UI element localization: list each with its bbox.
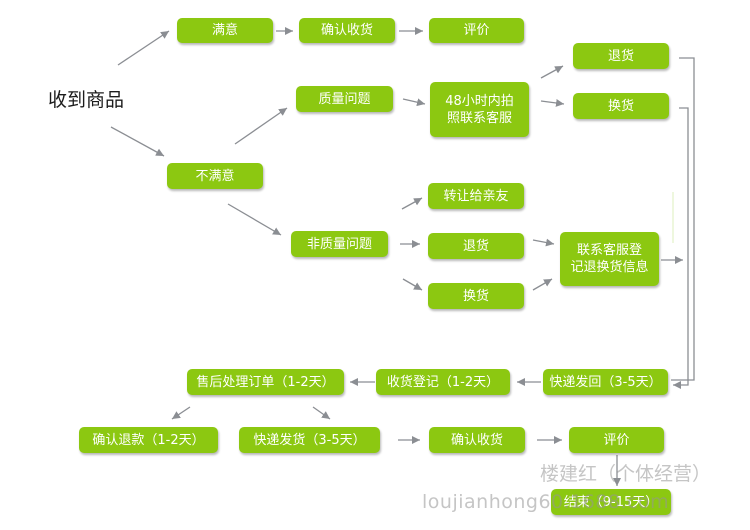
arrow-nonquality-to-gift [401,197,423,210]
node-end[interactable]: 结束（9-15天） [551,489,671,515]
arrow-contact48-to-return [540,65,564,79]
arrow-exchange-to-register [532,278,553,291]
node-review-top[interactable]: 评价 [429,18,524,43]
arrow-unsatisfied-to-quality [234,107,288,145]
node-express-back[interactable]: 快递发回（3-5天） [543,369,668,395]
arrow-return-to-register [532,238,555,247]
arrow-aftersale-to-express-ship [312,406,331,420]
node-contact-register[interactable]: 联系客服登 记退换货信息 [560,232,659,286]
arrow-unsatisfied-to-nonquality [227,203,282,236]
node-express-ship[interactable]: 快递发货（3-5天） [239,427,380,453]
node-return-top[interactable]: 退货 [573,43,669,69]
arrow-aftersale-to-refund [171,406,191,420]
node-exchange-mid[interactable]: 换货 [428,283,524,309]
node-return-mid[interactable]: 退货 [428,233,524,259]
node-receipt-register[interactable]: 收货登记（1-2天） [376,369,510,395]
arrow-start-to-satisfied [117,30,170,66]
arrow-start-to-unsatisfied [110,126,165,157]
node-review-bottom[interactable]: 评价 [569,427,664,453]
node-confirm-receipt-bottom[interactable]: 确认收货 [429,427,525,453]
node-quality-issue[interactable]: 质量问题 [296,86,393,112]
node-satisfied[interactable]: 满意 [177,18,273,43]
node-confirm-receipt-top[interactable]: 确认收货 [299,18,395,43]
node-confirm-refund[interactable]: 确认退款（1-2天） [79,427,218,453]
arrow-quality-to-contact48 [402,98,426,107]
node-gift-to-friends[interactable]: 转让给亲友 [428,183,524,209]
connector-exchange-top-down [673,107,689,389]
start-label: 收到商品 [48,89,125,111]
node-aftersale-order[interactable]: 售后处理订单（1-2天） [187,369,344,395]
arrow-contact48-to-exchange [540,98,565,107]
node-unsatisfied[interactable]: 不满意 [167,163,263,189]
connector-return-top-down [671,57,695,381]
arrow-nonquality-to-exchange [402,278,423,291]
node-contact-48h[interactable]: 48小时内拍 照联系客服 [430,82,529,137]
node-non-quality-issue[interactable]: 非质量问题 [291,231,388,257]
node-exchange-top[interactable]: 换货 [573,93,669,119]
